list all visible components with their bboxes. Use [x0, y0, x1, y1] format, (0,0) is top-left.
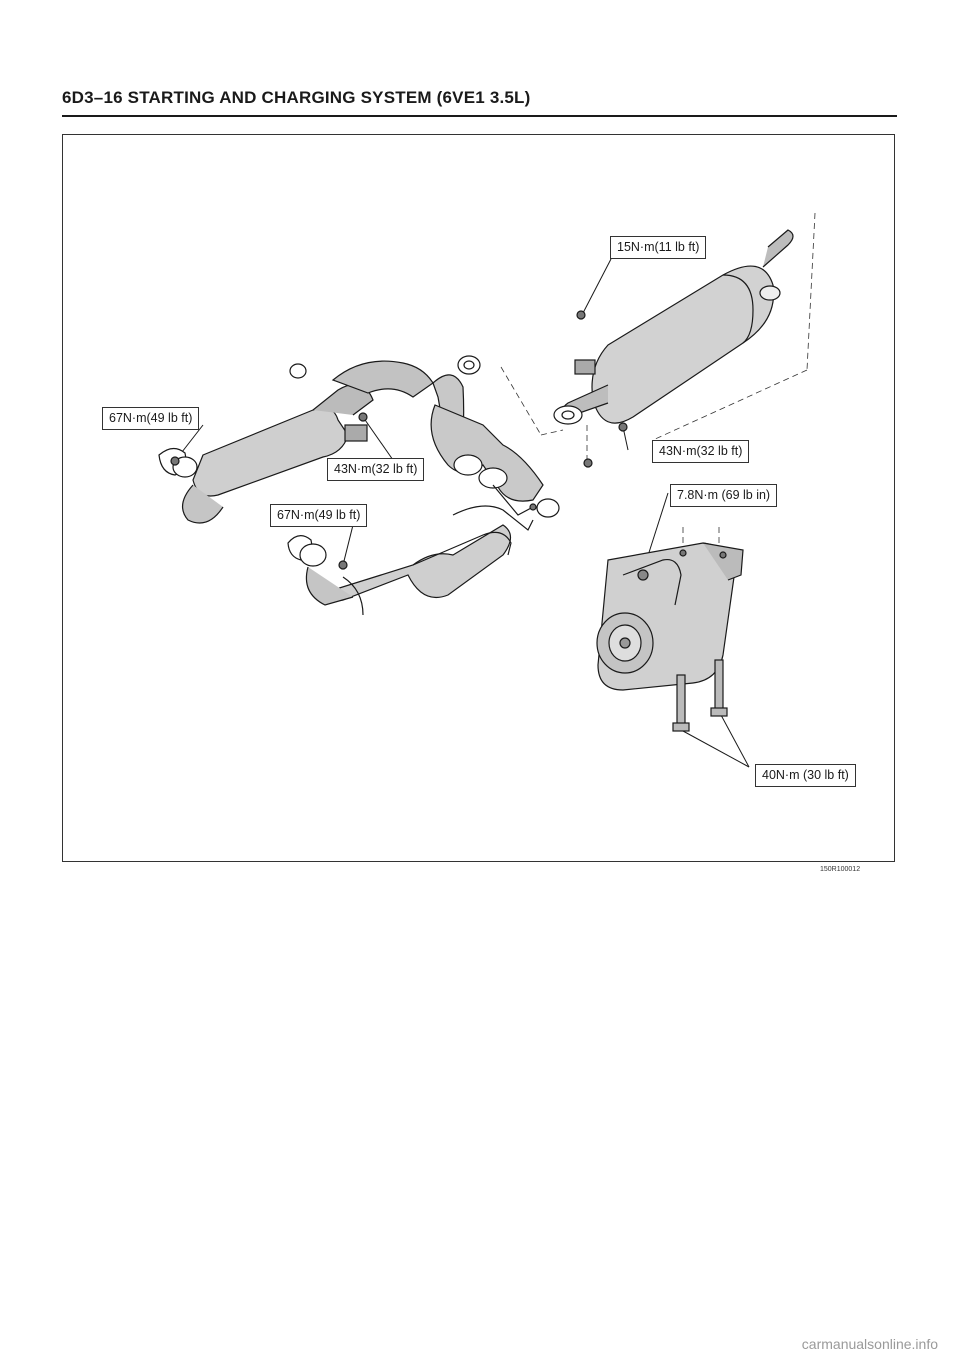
footer-watermark: carmanualsonline.info: [801, 1336, 938, 1352]
y-pipe: [430, 404, 560, 518]
front-pipe-upper: [158, 355, 481, 524]
front-pipe-lower: [287, 505, 534, 616]
torque-callout-starter-terminal: 7.8N·m (69 lb in): [670, 484, 778, 507]
torque-callout-front-flange-lower: 67N·m(49 lb ft): [270, 504, 368, 527]
exhaust-starter-diagram: [158, 212, 816, 768]
torque-callout-front-flange-upper: 67N·m(49 lb ft): [102, 407, 200, 430]
torque-callout-bracket: 43N·m(32 lb ft): [327, 458, 425, 481]
starter-bolts: [672, 659, 728, 732]
rear-muffler: [553, 229, 794, 468]
torque-callout-muffler-flange: 43N·m(32 lb ft): [652, 440, 750, 463]
figure-id: 150R100012: [820, 866, 861, 873]
starter-motor: [596, 542, 744, 691]
torque-callout-muffler-nut: 15N·m(11 lb ft): [610, 236, 707, 259]
page-title: 6D3–16 STARTING AND CHARGING SYSTEM (6VE…: [62, 88, 531, 107]
torque-callout-starter-bolts: 40N·m (30 lb ft): [755, 764, 856, 787]
header-rule: [62, 115, 897, 117]
